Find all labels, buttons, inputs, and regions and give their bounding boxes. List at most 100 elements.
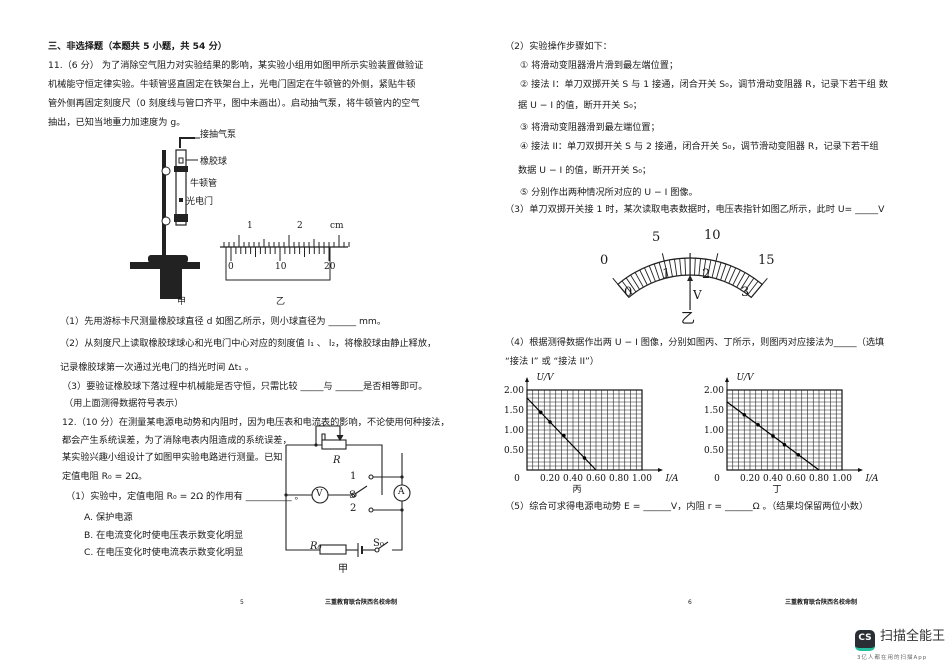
circuit-diagram <box>284 425 411 557</box>
data-point <box>582 456 587 460</box>
dial-inner-1: 1 <box>662 267 671 282</box>
step-cont: 数据 U − I 的值，断开开关 S₀； <box>518 165 652 176</box>
dial-tick <box>648 265 656 282</box>
dial-tick <box>625 277 637 293</box>
step: ② 接法 I：单刀双掷开关 S 与 1 接通，闭合开关 S₀，调节滑动变阻器 R… <box>520 79 888 90</box>
x-tick-label: 0.80 <box>809 474 829 484</box>
option-c: C. 在电压变化时使电流表示数变化明显 <box>84 547 244 558</box>
page-number-right: 6 <box>688 599 692 606</box>
dial-tick <box>668 259 673 277</box>
switch-pos-2: 2 <box>350 503 357 514</box>
caliper-vernier-20: 20 <box>324 262 336 272</box>
graph-caption: 丙 <box>572 484 581 495</box>
q11-line: 管外侧再固定刻度尺（0 刻度线与管口齐平，图中未画出）。启动抽气泵，将牛顿管内的… <box>48 98 420 109</box>
dial-tick <box>747 280 759 295</box>
x-axis-label: I/A <box>664 474 679 484</box>
x-tick-label: 0.40 <box>763 474 783 484</box>
gate-label: 光电门 <box>186 197 214 207</box>
dial-tick <box>720 263 727 281</box>
dial-outer-10: 10 <box>704 228 721 243</box>
dial-outer-0: 0 <box>600 253 609 268</box>
x-axis-arrow-icon <box>658 468 663 472</box>
ball-label: 橡胶球 <box>200 157 228 167</box>
data-point <box>796 453 801 457</box>
q12-line: 都会产生系统误差，为了消除电表内阻造成的系统误差， <box>62 435 292 446</box>
dial-tick <box>634 272 644 288</box>
q11-line: 抽出，已知当地重力加速度为 g。 <box>48 117 186 128</box>
q12-sub4-cont: “接法 I” 或 “接法 II”） <box>505 356 599 367</box>
q11-sub2-cont: 记录橡胶球第一次通过光电门的挡光时间 Δt₁ 。 <box>60 362 254 373</box>
dial-tick <box>724 265 732 282</box>
dial-tick <box>715 262 722 279</box>
dial-tick <box>621 280 633 295</box>
x-tick-label: 0.60 <box>786 474 806 484</box>
y-tick-label: 1.00 <box>704 426 724 436</box>
dial-tick <box>663 260 669 278</box>
caliper-main-2: 2 <box>297 221 303 231</box>
x-tick-label: 1.00 <box>832 474 852 484</box>
caliper-main-1: 1 <box>247 221 253 231</box>
x-tick-label: 1.00 <box>632 474 652 484</box>
dial-major-tick <box>612 277 619 285</box>
q11-line: 11.（6 分） 为了消除空气阻力对实验结果的影响，某实验小组用如图甲所示实验装… <box>48 60 424 71</box>
q12-line: 定值电阻 R₀ = 2Ω。 <box>62 471 148 482</box>
tube-label: 牛顿管 <box>190 179 218 189</box>
dial-tick <box>658 262 665 279</box>
dial-tick <box>702 259 707 277</box>
r0-label: R₀ <box>310 541 322 552</box>
watermark-brand: 扫描全能王 <box>880 629 946 644</box>
dial-tick <box>653 263 661 281</box>
footer-right: 三重教育联合陕西名校命制 <box>785 599 858 606</box>
y-tick-label: 0.50 <box>504 446 524 456</box>
x-tick-label: 0 <box>714 474 720 484</box>
q12-sub3: （3）单刀双掷开关接 1 时，某次读取电表数据时，电压表指针如图乙所示，此时 U… <box>505 204 885 215</box>
q12-line: 某实验兴趣小组设计了如图甲实验电路进行测量。已知 <box>62 452 283 463</box>
dial-tick <box>740 274 750 290</box>
data-point <box>782 443 787 447</box>
vernier-caliper-figure <box>220 235 350 281</box>
dial-tick <box>736 272 746 288</box>
dial-tick <box>732 269 741 286</box>
section-header: 三、非选择题（本题共 5 小题，共 54 分） <box>48 41 227 52</box>
dial-inner-2: 2 <box>702 267 711 282</box>
q12-sub4: （4）根据测得数据作出两 U − I 图像，分别如图丙、丁所示，则图丙对应接法为… <box>505 337 885 348</box>
step-cont: 据 U − I 的值，断开开关 S₀； <box>518 100 642 111</box>
dial-tick <box>684 258 687 276</box>
x-axis-arrow-icon <box>858 468 863 472</box>
figure-a-caption: 甲 <box>177 297 187 307</box>
newton-tube-apparatus-figure <box>130 137 200 299</box>
dial-caption: 乙 <box>681 311 695 327</box>
data-point <box>742 413 747 417</box>
camscanner-watermark: CS 扫描全能王 3亿人都在用的扫描App <box>855 628 947 668</box>
q11-sub2: （2）从刻度尺上读取橡胶球球心和光电门中心对应的刻度值 l₁ 、 l₂，将橡胶球… <box>60 338 437 349</box>
x-tick-label: 0.20 <box>740 474 760 484</box>
dial-tick <box>728 267 737 284</box>
x-tick-label: 0.40 <box>563 474 583 484</box>
figure-b-caption: 乙 <box>276 297 286 307</box>
x-tick-label: 0.20 <box>540 474 560 484</box>
dial-unit: V <box>693 288 702 302</box>
data-point <box>548 420 552 424</box>
y-axis-arrow-icon <box>725 377 729 382</box>
y-tick-label: 2.00 <box>704 386 724 396</box>
dial-tick <box>679 258 682 276</box>
y-axis-label: U/V <box>736 373 755 383</box>
switch-pos-1: 1 <box>350 471 357 482</box>
dial-outer-5: 5 <box>652 230 661 245</box>
option-b: B. 在电流变化时使电压表示数变化明显 <box>84 530 244 541</box>
dial-tick <box>674 259 678 276</box>
dial-tick <box>644 267 652 284</box>
voltmeter-dial-figure <box>612 252 768 311</box>
data-point <box>771 434 775 438</box>
step: ③ 将滑动变阻器滑到最左端位置； <box>520 122 660 133</box>
dial-tick <box>743 277 755 293</box>
dial-tick <box>630 274 640 290</box>
dial-outer-15: 15 <box>758 253 775 268</box>
option-a: A. 保护电源 <box>84 512 133 523</box>
dial-tick <box>698 258 701 276</box>
dial-tick <box>750 284 763 298</box>
step: ④ 接法 II：单刀双掷开关 S 与 2 接通，闭合开关 S₀，调节滑动变阻器 … <box>520 141 879 152</box>
data-point <box>756 423 760 427</box>
